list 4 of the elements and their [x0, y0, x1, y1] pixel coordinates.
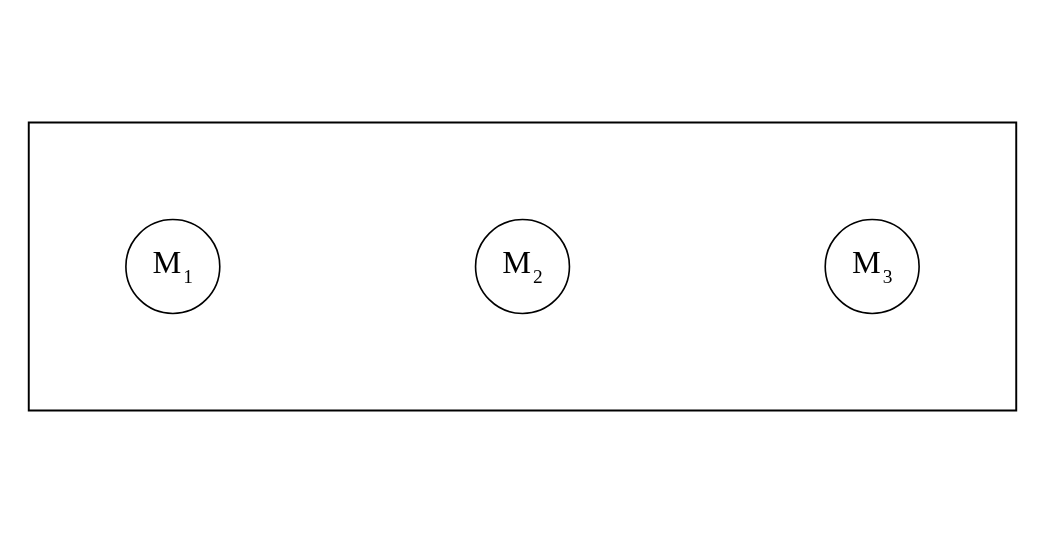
node-circle: M$_{1}$	[125, 218, 221, 315]
node-circle: M$_{2}$	[474, 218, 571, 315]
cluster	[27, 121, 1018, 412]
node-circle: M$_{3}$	[824, 218, 920, 315]
